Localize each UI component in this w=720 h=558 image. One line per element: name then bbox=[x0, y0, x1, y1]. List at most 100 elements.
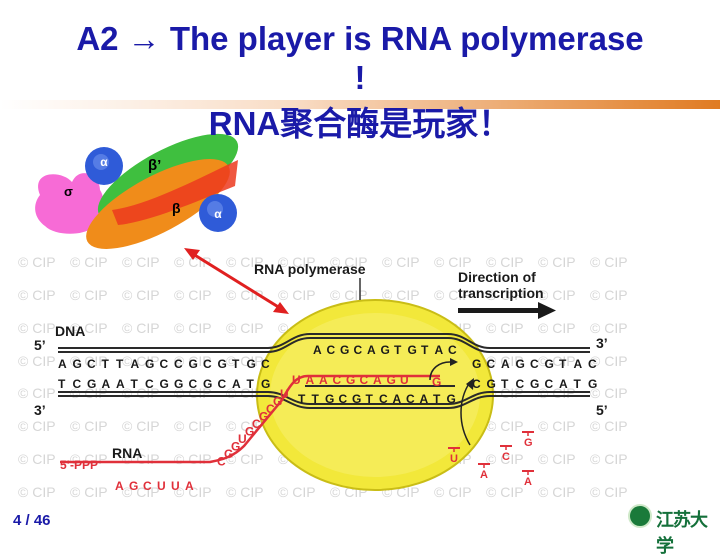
dna-base-bottom: G bbox=[174, 377, 183, 391]
dna-base-inner-top: A bbox=[435, 343, 444, 357]
watermark-text: © CIP bbox=[18, 353, 56, 369]
dna-base-inner-top: C bbox=[448, 343, 457, 357]
watermark-text: © CIP bbox=[382, 254, 420, 270]
three-prime-left: 3’ bbox=[34, 402, 46, 418]
dna-base-inner-bottom: A bbox=[393, 392, 402, 406]
free-nucleotide: A bbox=[480, 469, 488, 481]
rna-strand bbox=[60, 374, 440, 464]
dna-base-top: G bbox=[247, 357, 256, 371]
dna-base-inner-top: G bbox=[340, 343, 349, 357]
watermark-text: © CIP bbox=[18, 385, 56, 401]
dna-base-inner-bottom: A bbox=[420, 392, 429, 406]
sigma-subunit bbox=[35, 173, 104, 234]
dna-base-inner-bottom: C bbox=[339, 392, 348, 406]
watermark-text: © CIP bbox=[590, 287, 628, 303]
watermark-text: © CIP bbox=[590, 320, 628, 336]
dna-base-top: C bbox=[87, 357, 96, 371]
watermark-text: © CIP bbox=[122, 353, 160, 369]
dna-base-top: T bbox=[116, 357, 124, 371]
watermark-text: © CIP bbox=[122, 418, 160, 434]
watermark-text: © CIP bbox=[122, 287, 160, 303]
rna-base-inner: C bbox=[333, 373, 342, 387]
watermark-text: © CIP bbox=[70, 353, 108, 369]
rna-base-exit: C bbox=[266, 402, 275, 416]
watermark-text: © CIP bbox=[226, 353, 264, 369]
watermark-text: © CIP bbox=[590, 418, 628, 434]
dna-base-top: C bbox=[261, 357, 270, 371]
dna-base-bottom: G bbox=[203, 377, 212, 391]
dna-base-bottom-right: G bbox=[588, 377, 597, 391]
dna-base-top: G bbox=[73, 357, 82, 371]
free-nucleotide: U bbox=[450, 453, 458, 465]
watermark-text: © CIP bbox=[174, 418, 212, 434]
watermark-text: © CIP bbox=[122, 484, 160, 500]
three-prime-right: 3’ bbox=[596, 335, 608, 351]
rna-base-exit: G bbox=[273, 395, 282, 409]
rna-base-inner: G bbox=[387, 373, 396, 387]
dna-base-inner-top: A bbox=[367, 343, 376, 357]
rna-polymerase-subunits: α β’ σ β α bbox=[35, 133, 239, 249]
dna-base-bottom-right: C bbox=[472, 377, 481, 391]
dna-base-bottom-right: A bbox=[559, 377, 568, 391]
direction-label-2: transcription bbox=[458, 285, 544, 301]
rna-base-inner: U bbox=[400, 373, 409, 387]
dna-base-top-right: C bbox=[487, 357, 496, 371]
watermark-text: © CIP bbox=[278, 254, 316, 270]
watermark-text: © CIP bbox=[538, 484, 576, 500]
dna-base-inner-bottom: C bbox=[406, 392, 415, 406]
dna-base-top: T bbox=[102, 357, 110, 371]
logo-text: 江苏大学 bbox=[656, 510, 708, 557]
dna-base-top: G bbox=[189, 357, 198, 371]
label-alpha-top: α bbox=[100, 155, 108, 169]
dna-base-inner-bottom: G bbox=[447, 392, 456, 406]
watermark-text: © CIP bbox=[538, 353, 576, 369]
watermark-text: © CIP bbox=[70, 287, 108, 303]
title-underline-rule bbox=[0, 100, 720, 109]
dna-base-top: C bbox=[174, 357, 183, 371]
watermark-text: © CIP bbox=[70, 320, 108, 336]
dna-base-inner-bottom: T bbox=[433, 392, 441, 406]
rna-base-exit: U bbox=[280, 387, 289, 401]
free-nucleotide: G bbox=[524, 437, 533, 449]
dna-bottom-backbone bbox=[58, 391, 590, 405]
dna-base-bottom-right: C bbox=[545, 377, 554, 391]
watermark-text: © CIP bbox=[174, 451, 212, 467]
dna-base-top-right: C bbox=[530, 357, 539, 371]
dna-base-bottom: T bbox=[247, 377, 255, 391]
label-beta: β bbox=[172, 200, 181, 216]
rna-base-exit: G bbox=[231, 440, 240, 454]
watermark-text: © CIP bbox=[226, 484, 264, 500]
dna-base-inner-top: C bbox=[354, 343, 363, 357]
rna-base-incoming: G bbox=[432, 375, 441, 389]
watermark-text: © CIP bbox=[174, 287, 212, 303]
watermark-text: © CIP bbox=[434, 484, 472, 500]
dna-base-top: C bbox=[203, 357, 212, 371]
watermark-text: © CIP bbox=[18, 418, 56, 434]
watermark-text: © CIP bbox=[18, 451, 56, 467]
pointer-double-arrow bbox=[184, 248, 289, 314]
watermark-text: © CIP bbox=[70, 418, 108, 434]
dna-base-top-right: G bbox=[472, 357, 481, 371]
watermark-text: © CIP bbox=[330, 287, 368, 303]
polymerase-label: RNA polymerase bbox=[254, 261, 366, 277]
rna-base-inner: G bbox=[346, 373, 355, 387]
rna-base-inner: A bbox=[373, 373, 382, 387]
dna-base-inner-bottom: T bbox=[312, 392, 320, 406]
dna-base-top: G bbox=[218, 357, 227, 371]
watermark-text: © CIP bbox=[226, 451, 264, 467]
dna-base-top-right: A bbox=[501, 357, 510, 371]
dna-base-inner-bottom: G bbox=[352, 392, 361, 406]
watermark-text: © CIP bbox=[590, 353, 628, 369]
dna-base-inner-top: C bbox=[327, 343, 336, 357]
dna-top-backbone bbox=[58, 337, 590, 353]
slide-title-line-1: A2 → The player is RNA polymerase bbox=[76, 20, 644, 57]
dna-label: DNA bbox=[55, 323, 85, 339]
rna-base-exit: U bbox=[238, 432, 247, 446]
dna-base-bottom-right: G bbox=[530, 377, 539, 391]
dna-base-top: G bbox=[145, 357, 154, 371]
watermark-text: © CIP bbox=[174, 353, 212, 369]
rna-base-exit: G bbox=[245, 425, 254, 439]
university-logo: 江苏大学 bbox=[628, 502, 712, 557]
watermark-text: © CIP bbox=[226, 418, 264, 434]
